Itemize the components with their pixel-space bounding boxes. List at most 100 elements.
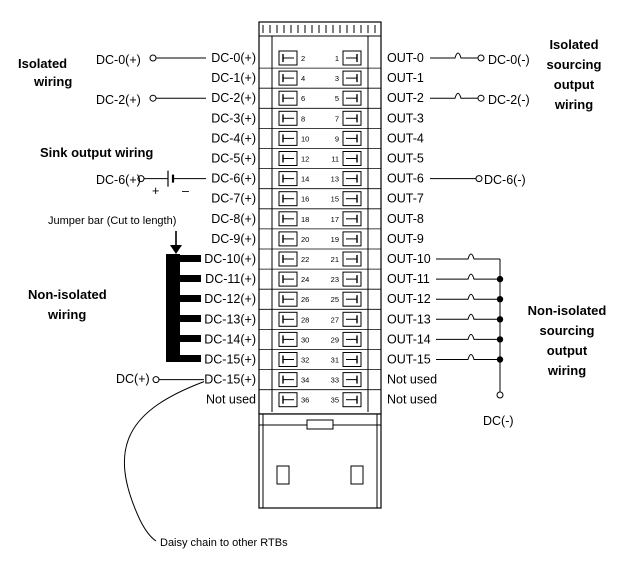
left-terminal-label: DC-6(+) <box>211 172 256 186</box>
left-screw-icon[interactable] <box>278 291 298 307</box>
left-screw-icon[interactable] <box>278 191 298 207</box>
right-screw-icon[interactable] <box>342 191 362 207</box>
left-screw-icon[interactable] <box>278 392 298 408</box>
right-terminal-label: OUT-9 <box>387 232 424 246</box>
left-terminal-label: Not used <box>206 393 256 407</box>
left-terminal-label: DC-5(+) <box>211 152 256 166</box>
jumper-bar-label: Jumper bar (Cut to length) <box>48 215 176 227</box>
rtb-body <box>258 21 382 415</box>
right-pin-number: 11 <box>331 155 339 164</box>
right-screw-icon[interactable] <box>342 50 362 66</box>
left-pin-number: 34 <box>301 376 309 385</box>
right-pin-number: 15 <box>331 195 339 204</box>
common-negative-circle-icon <box>496 391 504 399</box>
right-screw-icon[interactable] <box>342 110 362 126</box>
right-screw-icon[interactable] <box>342 271 362 287</box>
heading-non-iso-src-line4: wiring <box>547 363 586 378</box>
common-negative-label: DC(-) <box>483 414 514 428</box>
right-terminal-label: OUT-2 <box>387 91 424 105</box>
left-terminal-label: DC-15(+) <box>204 373 256 387</box>
heading-isolated-wiring-line1: Isolated <box>18 56 67 71</box>
right-screw-icon[interactable] <box>342 171 362 187</box>
right-terminal-label: OUT-1 <box>387 71 424 85</box>
left-pin-number: 36 <box>301 396 309 405</box>
left-screw-icon[interactable] <box>278 331 298 347</box>
right-terminal-label: OUT-7 <box>387 192 424 206</box>
right-screw-icon[interactable] <box>342 372 362 388</box>
output-terminal-circle-icon <box>477 94 485 102</box>
right-terminal-label: OUT-13 <box>387 312 431 326</box>
left-screw-icon[interactable] <box>278 110 298 126</box>
right-terminal-label: OUT-8 <box>387 212 424 226</box>
left-pin-number: 8 <box>301 114 305 123</box>
left-pin-number: 24 <box>301 275 309 284</box>
right-screw-icon[interactable] <box>342 331 362 347</box>
left-terminal-label: DC-0(+) <box>211 51 256 65</box>
isolated-input-dc0: DC-0(+) <box>96 53 141 67</box>
left-screw-icon[interactable] <box>278 352 298 367</box>
right-screw-icon[interactable] <box>342 90 362 106</box>
left-pin-number: 28 <box>301 315 309 324</box>
right-screw-icon[interactable] <box>342 151 362 166</box>
rtb-housing <box>258 413 382 509</box>
right-screw-icon[interactable] <box>342 211 362 227</box>
heading-non-iso-src-line3: output <box>547 343 588 358</box>
input-terminal-circle-icon <box>149 54 157 62</box>
left-screw-icon[interactable] <box>278 231 298 247</box>
left-pin-number: 14 <box>301 175 309 184</box>
load-icon <box>465 313 477 320</box>
left-terminal-label: DC-13(+) <box>204 312 256 326</box>
left-screw-icon[interactable] <box>278 271 298 287</box>
right-screw-icon[interactable] <box>342 392 362 408</box>
left-screw-icon[interactable] <box>278 130 298 146</box>
left-terminal-label: DC-2(+) <box>211 91 256 105</box>
left-screw-icon[interactable] <box>278 70 298 86</box>
heading-non-iso-src-line2: sourcing <box>540 323 595 338</box>
right-pin-number: 17 <box>331 215 339 224</box>
left-terminal-label: DC-15(+) <box>204 353 256 367</box>
left-screw-icon[interactable] <box>278 211 298 227</box>
right-pin-number: 21 <box>331 255 339 264</box>
left-screw-icon[interactable] <box>278 311 298 327</box>
left-screw-icon[interactable] <box>278 171 298 187</box>
daisy-chain-label: Daisy chain to other RTBs <box>160 537 288 549</box>
right-screw-icon[interactable] <box>342 231 362 247</box>
jumper-bar-arrow <box>170 231 182 254</box>
left-screw-icon[interactable] <box>278 90 298 106</box>
heading-non-isolated-sourcing-output-wiring: Non-isolated sourcing output wiring <box>528 303 607 378</box>
right-pin-number: 13 <box>331 175 339 184</box>
left-screw-icon[interactable] <box>278 151 298 166</box>
heading-iso-src-line2: sourcing <box>547 57 602 72</box>
isolated-output-dc0: DC-0(-) <box>488 53 530 67</box>
load-icon <box>452 52 464 59</box>
right-screw-icon[interactable] <box>342 70 362 86</box>
right-screw-icon[interactable] <box>342 352 362 367</box>
rtb-top-ridges <box>262 25 376 33</box>
load-icon <box>465 333 477 340</box>
left-screw-icon[interactable] <box>278 251 298 267</box>
right-screw-icon[interactable] <box>342 311 362 327</box>
left-terminal-label: DC-9(+) <box>211 232 256 246</box>
right-pin-number: 1 <box>335 54 339 63</box>
right-screw-icon[interactable] <box>342 291 362 307</box>
load-icon <box>452 92 464 99</box>
right-terminal-label: OUT-14 <box>387 332 431 346</box>
left-screw-icon[interactable] <box>278 372 298 388</box>
isolated-output-dc2: DC-2(-) <box>488 93 530 107</box>
polarity-minus: – <box>182 184 189 198</box>
left-pin-number: 12 <box>301 155 309 164</box>
heading-iso-src-line4: wiring <box>554 97 593 112</box>
load-icon <box>465 293 477 300</box>
left-screw-icon[interactable] <box>278 50 298 66</box>
right-screw-icon[interactable] <box>342 130 362 146</box>
right-screw-icon[interactable] <box>342 251 362 267</box>
daisy-chain-wire <box>124 381 205 542</box>
